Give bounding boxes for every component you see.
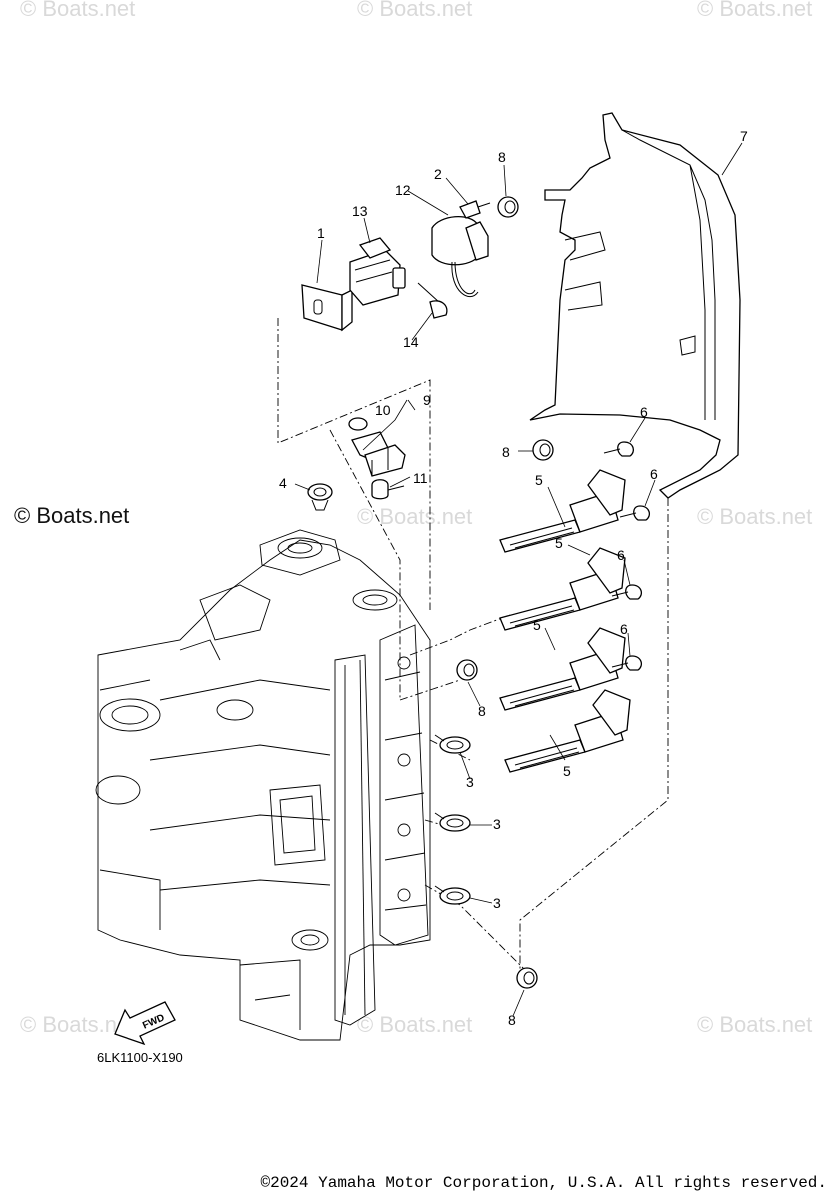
part-sensor-13	[349, 237, 406, 306]
fwd-arrow-icon: FWD	[114, 1001, 176, 1046]
part-clamp-4	[307, 483, 333, 511]
callout-6b: 6	[650, 466, 658, 482]
callout-6a: 6	[640, 404, 648, 420]
part-cover-7	[529, 112, 741, 499]
callout-11: 11	[413, 470, 428, 486]
callout-14: 14	[403, 334, 419, 350]
diagram-code: 6LK1100-X190	[97, 1050, 183, 1065]
watermark-mid-right: © Boats.net	[697, 504, 812, 529]
callout-7: 7	[740, 128, 748, 144]
watermark-mid-center: © Boats.net	[357, 504, 472, 529]
callout-8a: 8	[498, 149, 506, 165]
callout-10: 10	[375, 402, 391, 418]
callout-5a: 5	[535, 472, 543, 488]
part-clip-14	[417, 282, 448, 319]
leader-lines	[294, 142, 743, 1017]
callout-2: 2	[434, 166, 442, 182]
callout-9: 9	[423, 392, 431, 408]
callout-5c: 5	[533, 617, 541, 633]
watermark-top-right: © Boats.net	[697, 0, 812, 21]
callout-13: 13	[352, 203, 368, 219]
part-sensor-assembly-9	[348, 417, 406, 477]
callout-6d: 6	[620, 621, 628, 637]
part-grommet-8	[456, 196, 554, 989]
callout-5d: 5	[563, 763, 571, 779]
callout-6c: 6	[617, 547, 625, 563]
callout-1: 1	[317, 225, 325, 241]
copyright-notice: ©2024 Yamaha Motor Corporation, U.S.A. A…	[260, 1174, 828, 1192]
callout-5b: 5	[555, 535, 563, 551]
callout-4: 4	[279, 475, 287, 491]
watermark-top-left: © Boats.net	[20, 0, 135, 21]
callout-3a: 3	[466, 774, 474, 790]
callout-8c: 8	[478, 703, 486, 719]
part-bracket-1	[301, 284, 353, 332]
callout-8b: 8	[502, 444, 510, 460]
callout-3b: 3	[493, 816, 501, 832]
part-screw-2	[459, 200, 491, 219]
part-ignition-coil-5	[499, 469, 631, 773]
watermark-bottom-center: © Boats.net	[357, 1012, 472, 1037]
part-bolt-6	[603, 441, 651, 671]
callout-3c: 3	[493, 895, 501, 911]
part-cover-12	[431, 216, 489, 298]
engine-block	[95, 529, 431, 1041]
part-clamp-3	[434, 734, 471, 905]
callout-labels: 1 2 3 3 3 4 5 5 5 5 6 6 6 6 7 8 8 8 8 9 …	[279, 128, 748, 1028]
watermark-top-center: © Boats.net	[357, 0, 472, 21]
callout-8d: 8	[508, 1012, 516, 1028]
callout-12: 12	[395, 182, 411, 198]
watermark-side-left: © Boats.net	[14, 503, 130, 528]
part-bolt-11	[371, 479, 405, 500]
watermark-bottom-right: © Boats.net	[697, 1012, 812, 1037]
